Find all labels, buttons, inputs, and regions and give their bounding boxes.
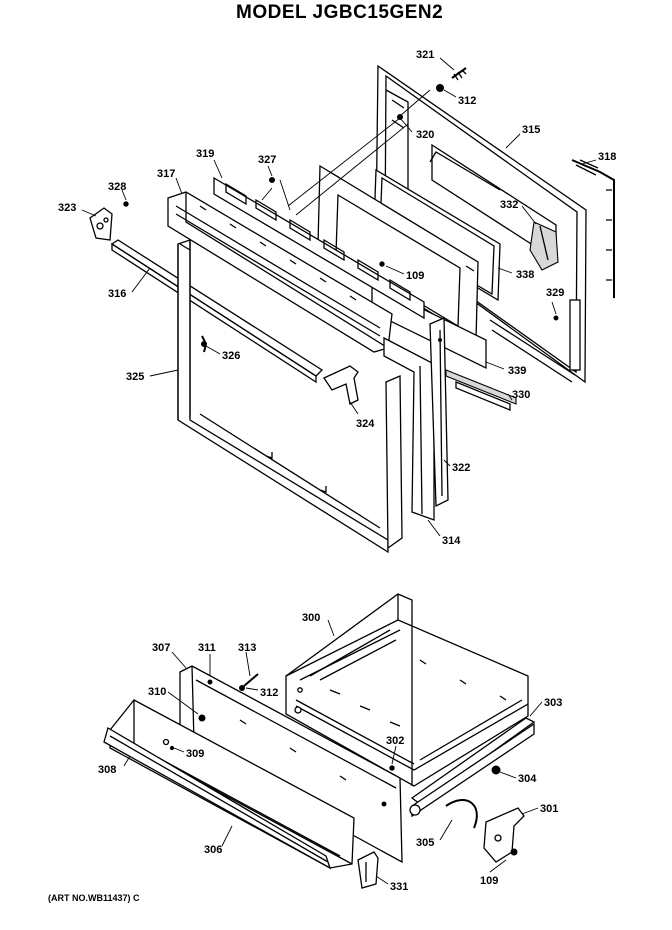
upper-trim-319 bbox=[213, 176, 425, 320]
screw-309 bbox=[169, 745, 175, 751]
callout-329: 329 bbox=[546, 287, 564, 299]
callout-332: 332 bbox=[500, 199, 518, 211]
screw-327 bbox=[269, 177, 275, 183]
clip-326 bbox=[201, 335, 208, 353]
screw-311 bbox=[207, 679, 213, 685]
washer-312-bottom bbox=[239, 685, 245, 691]
hinge-bracket-323 bbox=[89, 207, 113, 241]
callout-314: 314 bbox=[442, 535, 461, 547]
callout-306: 306 bbox=[204, 844, 222, 856]
callout-310: 310 bbox=[148, 686, 166, 698]
screw-109-top bbox=[379, 261, 385, 267]
outer-door-frame-325 bbox=[177, 239, 403, 554]
washer-312-top bbox=[436, 84, 444, 92]
callout-302: 302 bbox=[386, 735, 404, 747]
callout-312-top: 312 bbox=[458, 95, 476, 107]
screw-329 bbox=[553, 315, 559, 321]
callout-323: 323 bbox=[58, 202, 76, 214]
callout-331: 331 bbox=[390, 881, 408, 893]
callout-315: 315 bbox=[522, 124, 540, 136]
door-handle-316 bbox=[110, 239, 324, 384]
trim-strip-308 bbox=[103, 727, 332, 870]
screw-328 bbox=[123, 201, 129, 207]
callout-327: 327 bbox=[258, 154, 276, 166]
callout-308: 308 bbox=[98, 764, 116, 776]
pin-320 bbox=[397, 114, 403, 120]
callout-305: 305 bbox=[416, 837, 434, 849]
callout-300: 300 bbox=[302, 612, 320, 624]
callout-303: 303 bbox=[544, 697, 562, 709]
drawer-rail-303 bbox=[409, 717, 536, 818]
callout-318: 318 bbox=[598, 151, 616, 163]
callout-324: 324 bbox=[356, 418, 375, 430]
screw-313 bbox=[239, 673, 259, 691]
screw-302 bbox=[389, 765, 395, 771]
callout-313: 313 bbox=[238, 642, 256, 654]
callout-312-bottom: 312 bbox=[260, 687, 278, 699]
callout-301: 301 bbox=[540, 803, 558, 815]
glide-331 bbox=[357, 851, 379, 889]
insulation-block-332 bbox=[529, 221, 559, 271]
callout-330: 330 bbox=[512, 389, 530, 401]
callout-109-top: 109 bbox=[406, 270, 424, 282]
insulation-pad-330 bbox=[445, 369, 517, 411]
callout-325: 325 bbox=[126, 371, 144, 383]
spring-305 bbox=[445, 799, 478, 829]
callout-328: 328 bbox=[108, 181, 126, 193]
callout-leaders bbox=[81, 57, 597, 885]
callout-320: 320 bbox=[416, 129, 434, 141]
callout-304: 304 bbox=[518, 773, 537, 785]
callout-307: 307 bbox=[152, 642, 170, 654]
nut-109-bottom bbox=[510, 848, 518, 856]
callout-labels: 321 312 320 315 318 319 327 317 328 323 … bbox=[58, 49, 616, 893]
bumper-304 bbox=[491, 765, 501, 775]
callout-326: 326 bbox=[222, 350, 240, 362]
screw-310 bbox=[198, 714, 206, 722]
door-hinge-strip-318 bbox=[571, 159, 615, 298]
callout-109-bottom: 109 bbox=[480, 875, 498, 887]
door-bracket-324 bbox=[323, 365, 359, 405]
callout-311: 311 bbox=[198, 642, 216, 654]
model-title: MODEL JGBC15GEN2 bbox=[236, 2, 444, 23]
callout-316: 316 bbox=[108, 288, 126, 300]
callout-317: 317 bbox=[157, 168, 175, 180]
callout-322: 322 bbox=[452, 462, 470, 474]
callout-339: 339 bbox=[508, 365, 526, 377]
art-number: (ART NO.WB11437) C bbox=[48, 893, 140, 903]
callout-309: 309 bbox=[186, 748, 204, 760]
rail-bracket-301 bbox=[483, 807, 525, 863]
side-channel-322 bbox=[429, 317, 449, 508]
callout-319: 319 bbox=[196, 148, 214, 160]
callout-321: 321 bbox=[416, 49, 434, 61]
callout-338: 338 bbox=[516, 269, 534, 281]
